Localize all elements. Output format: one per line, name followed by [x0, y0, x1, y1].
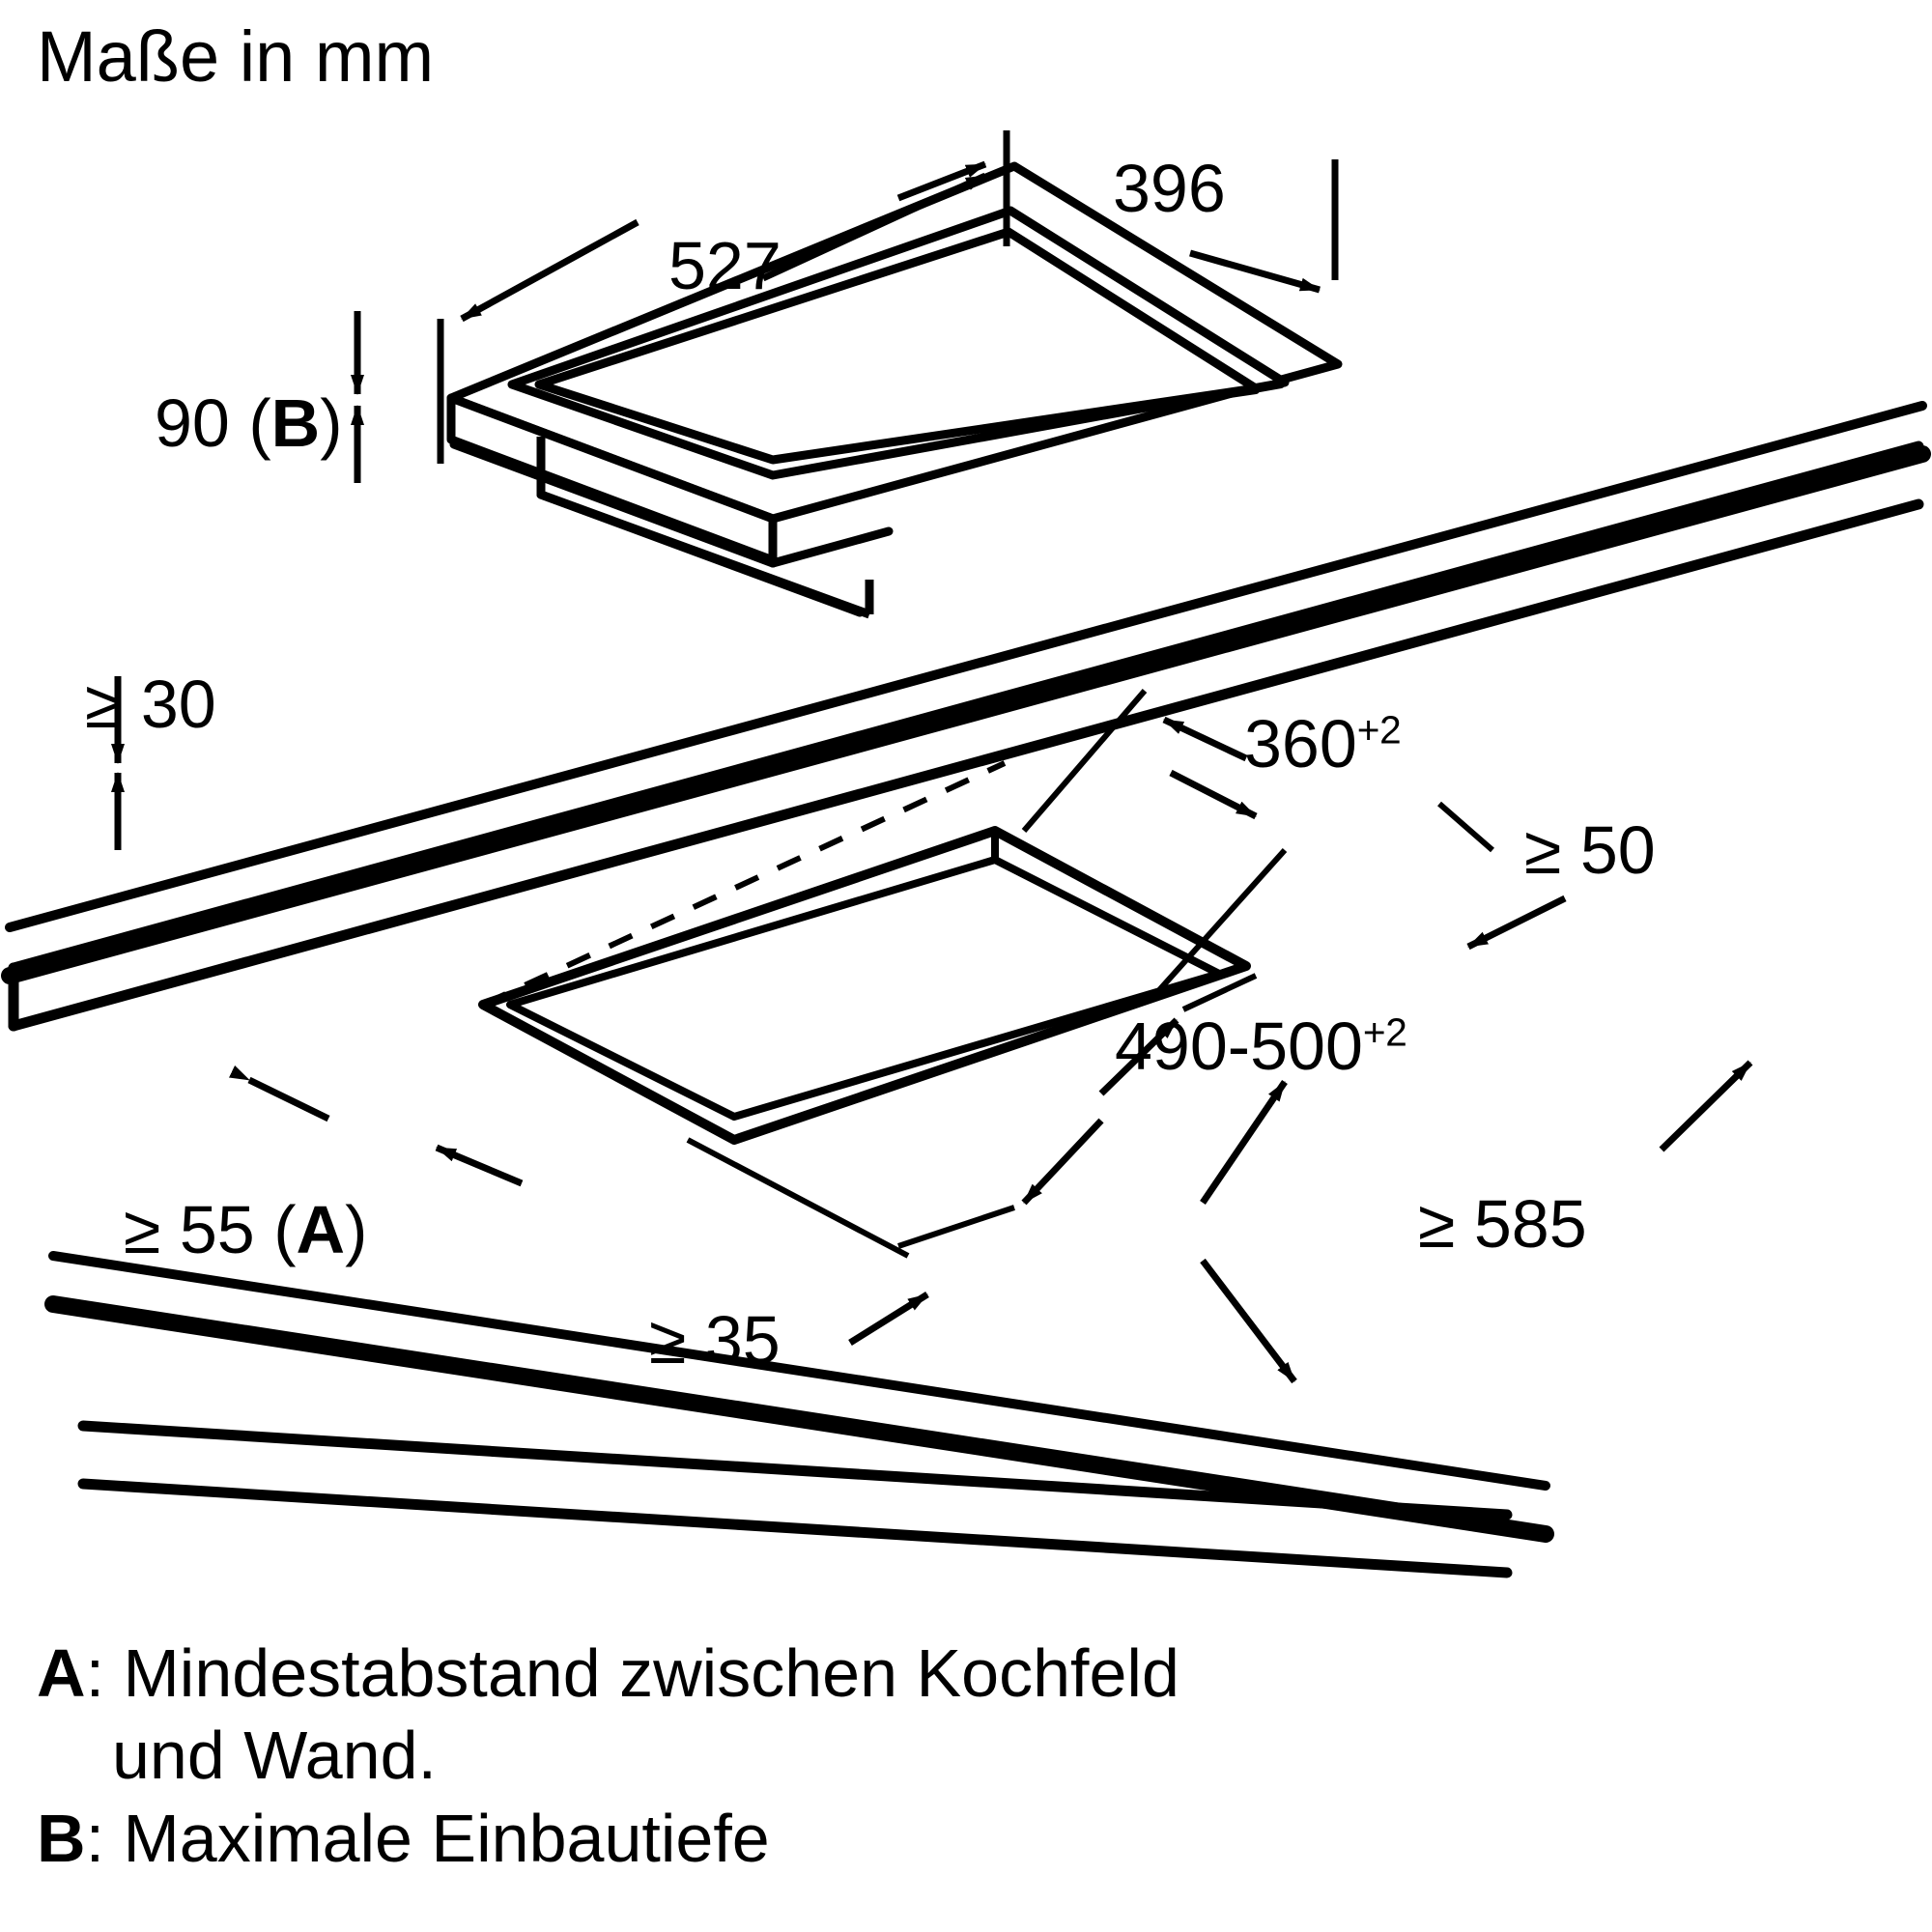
- leader-worktop-right: [1659, 1060, 1753, 1152]
- hob-geometry: [446, 161, 1343, 619]
- ext-line-50: [1437, 801, 1494, 853]
- worktop-upper-band-bottom: [1, 445, 1931, 984]
- dimension-label-min-55-a: ≥ 55 (A): [124, 1196, 367, 1264]
- worktop-lower-band-top: [48, 1251, 1550, 1491]
- ext-line-360-upper: [1021, 689, 1148, 833]
- dimension-label-min-35: ≥ 35: [649, 1302, 781, 1378]
- leader-527-right: [761, 172, 987, 282]
- dim-360-tolerance: +2: [1356, 707, 1402, 753]
- leader-490-upper: [1098, 1017, 1179, 1096]
- leader-55a-left: [435, 1144, 524, 1187]
- legend-row-b: B: Maximale Einbautiefe: [37, 1798, 1727, 1880]
- leader-585-down: [1200, 1258, 1297, 1384]
- dim-90-paren-open: (: [248, 385, 271, 461]
- dimension-label-min-30: ≥ 30: [85, 667, 216, 742]
- worktop-slab: [1, 401, 1931, 1543]
- leader-35: [848, 1292, 929, 1346]
- page-title: Maße in mm: [37, 16, 435, 97]
- dimension-lines: [111, 130, 1753, 1384]
- dim-90-paren-close: ): [320, 385, 343, 461]
- cutout-opening-inner: [506, 856, 1223, 1121]
- legend-colon-b: :: [85, 1800, 124, 1876]
- leader-360-upper: [1162, 716, 1248, 762]
- worktop-rear-edge-bottom: [8, 498, 1924, 1032]
- worktop-front-edge-bottom: [77, 1478, 1513, 1578]
- leader-55a-right: [228, 1065, 330, 1122]
- dimension-label-360-plus2: 360+2: [1244, 707, 1402, 778]
- ext-line-490-upper: [1181, 973, 1258, 1012]
- dim-360-value: 360: [1244, 706, 1357, 781]
- legend-colon-a: :: [85, 1635, 124, 1711]
- dim-55-value: ≥ 55: [124, 1192, 274, 1267]
- legend-key-a: A: [37, 1635, 86, 1711]
- legend-text-a-line2: und Wand.: [112, 1718, 437, 1794]
- leader-360-lower: [1169, 769, 1258, 820]
- dim-90-ref-b: B: [270, 385, 321, 461]
- legend-key-b: B: [37, 1800, 86, 1876]
- dim-90-value: 90: [155, 385, 249, 461]
- projection-lines: [481, 760, 1007, 1008]
- dim-55-paren-close: ): [345, 1192, 368, 1267]
- legend-text-a-line1: Mindestabstand zwischen Kochfeld: [123, 1635, 1179, 1711]
- dim-490-tolerance: +2: [1362, 1009, 1407, 1055]
- hob-plate-recess: [534, 227, 1261, 465]
- ext-line-360-lower: [1156, 847, 1288, 993]
- worktop-lower-band-bottom: [44, 1295, 1554, 1543]
- leader-396-left: [896, 160, 987, 202]
- legend-text-b: Maximale Einbautiefe: [123, 1800, 770, 1876]
- leader-585-up: [1200, 1080, 1288, 1205]
- leader-396-right: [1189, 249, 1321, 294]
- dimension-label-90-b: 90 (B): [155, 389, 343, 457]
- dim-55-ref-a: A: [296, 1192, 346, 1267]
- dimension-label-min-585: ≥ 585: [1418, 1186, 1587, 1262]
- leader-490-lower: [1021, 1118, 1104, 1206]
- hob-skirt: [536, 437, 871, 619]
- dimension-label-396: 396: [1113, 151, 1226, 226]
- dimension-label-min-50: ≥ 50: [1524, 812, 1656, 888]
- dim-490-value: 490-500: [1115, 1009, 1363, 1084]
- legend: A: Mindestabstand zwischen Kochfeld und …: [37, 1633, 1727, 1880]
- dimension-label-490-500-plus2: 490-500+2: [1115, 1009, 1407, 1080]
- legend-row-a: A: Mindestabstand zwischen Kochfeld: [37, 1633, 1727, 1715]
- leader-527-left: [460, 218, 639, 323]
- worktop-cutout: [478, 826, 1251, 1145]
- dim-55-paren-open: (: [273, 1192, 297, 1267]
- ext-line-490-left: [686, 1137, 910, 1259]
- hob-edge-front-left: [446, 393, 778, 565]
- leader-50: [1466, 895, 1567, 951]
- hidden-projection-dashed: [481, 760, 1007, 1008]
- worktop-upper-band-top: [5, 401, 1927, 932]
- ext-line-490-lower: [897, 1205, 1015, 1249]
- dimension-label-527: 527: [668, 228, 781, 303]
- hob-body-right-face: [768, 512, 894, 568]
